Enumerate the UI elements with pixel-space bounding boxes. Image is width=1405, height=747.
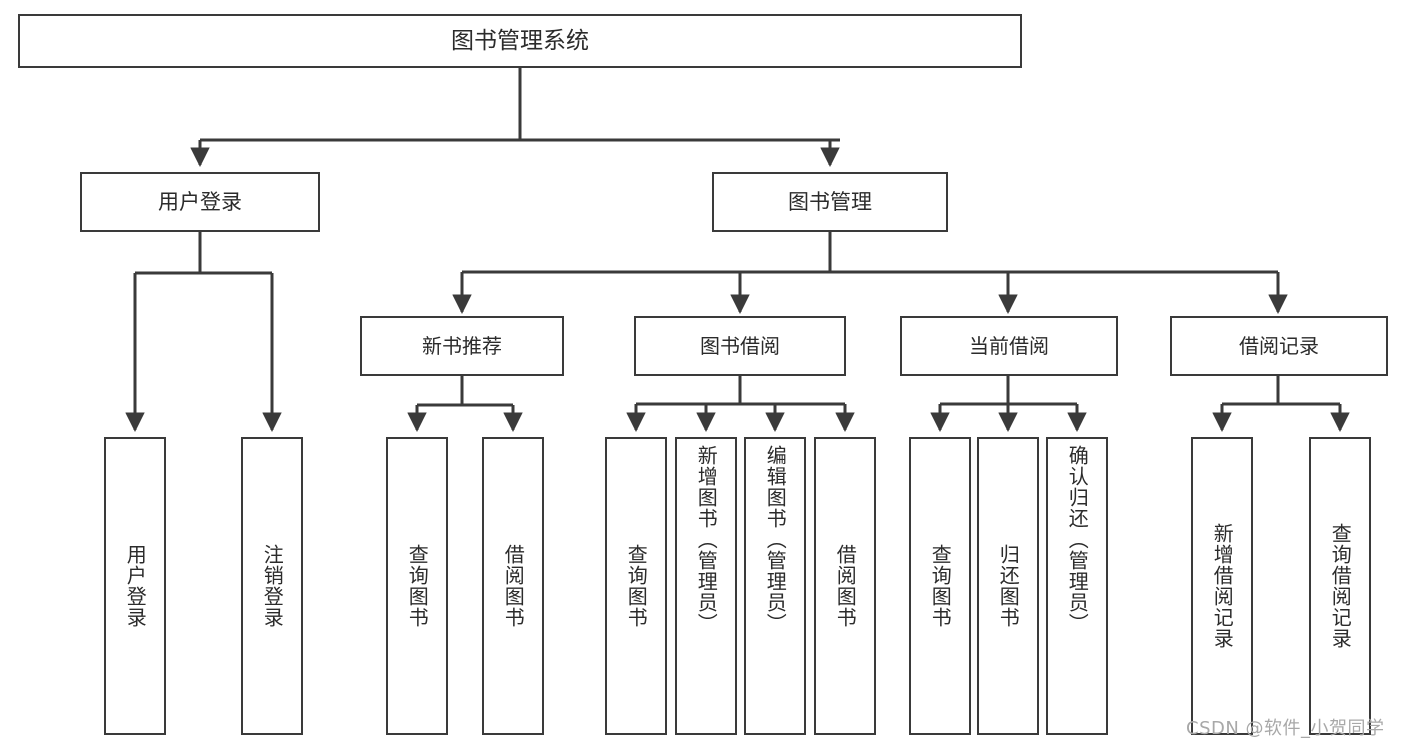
node-root-label: 图书管理系统 — [451, 27, 589, 54]
leaf-return-book-wrap: 归还图书 — [979, 439, 1037, 733]
leaf-confirm-return-wrap: 确认归还（管理员） — [1048, 439, 1106, 739]
node-leaf-return-book-label: 归还图书 — [996, 544, 1021, 628]
node-leaf-user-login[interactable]: 用户登录 — [104, 437, 166, 735]
node-leaf-query-book-3-label: 查询图书 — [928, 544, 953, 628]
node-leaf-borrow-book-2[interactable]: 借阅图书 — [814, 437, 876, 735]
node-leaf-edit-book[interactable]: 编辑图书（管理员） — [744, 437, 806, 735]
node-root[interactable]: 图书管理系统 — [18, 14, 1022, 68]
leaf-borrow-book-2-wrap: 借阅图书 — [816, 439, 874, 733]
node-leaf-return-book[interactable]: 归还图书 — [977, 437, 1039, 735]
node-leaf-query-book-1-label: 查询图书 — [405, 544, 430, 628]
node-leaf-logout[interactable]: 注销登录 — [241, 437, 303, 735]
node-leaf-add-record-label: 新增借阅记录 — [1210, 523, 1235, 649]
node-leaf-query-book-2-label: 查询图书 — [624, 544, 649, 628]
node-current-borrow[interactable]: 当前借阅 — [900, 316, 1118, 376]
node-book-manage-label: 图书管理 — [788, 189, 872, 214]
node-leaf-add-book-label: 新增图书（管理员） — [694, 445, 719, 634]
node-leaf-query-record-label: 查询借阅记录 — [1328, 523, 1353, 649]
node-leaf-confirm-return[interactable]: 确认归还（管理员） — [1046, 437, 1108, 735]
leaf-query-book-2-wrap: 查询图书 — [607, 439, 665, 733]
node-leaf-add-book[interactable]: 新增图书（管理员） — [675, 437, 737, 735]
node-leaf-query-book-2[interactable]: 查询图书 — [605, 437, 667, 735]
node-leaf-borrow-book-1[interactable]: 借阅图书 — [482, 437, 544, 735]
node-book-borrow[interactable]: 图书借阅 — [634, 316, 846, 376]
leaf-user-login-wrap: 用户登录 — [106, 439, 164, 733]
node-leaf-borrow-book-1-label: 借阅图书 — [501, 544, 526, 628]
leaf-query-record-wrap: 查询借阅记录 — [1311, 439, 1369, 733]
node-current-borrow-label: 当前借阅 — [969, 334, 1049, 358]
node-borrow-record-label: 借阅记录 — [1239, 334, 1319, 358]
node-leaf-user-login-label: 用户登录 — [123, 544, 148, 628]
node-user-login-label: 用户登录 — [158, 189, 242, 214]
node-leaf-query-book-1[interactable]: 查询图书 — [386, 437, 448, 735]
node-leaf-confirm-return-label: 确认归还（管理员） — [1065, 445, 1090, 634]
leaf-add-book-wrap: 新增图书（管理员） — [677, 439, 735, 739]
leaf-borrow-book-1-wrap: 借阅图书 — [484, 439, 542, 733]
watermark: CSDN @软件_小贺同学 — [1186, 718, 1385, 739]
node-leaf-edit-book-label: 编辑图书（管理员） — [763, 445, 788, 634]
node-new-book-recommend-label: 新书推荐 — [422, 334, 502, 358]
node-borrow-record[interactable]: 借阅记录 — [1170, 316, 1388, 376]
node-book-borrow-label: 图书借阅 — [700, 334, 780, 358]
leaf-edit-book-wrap: 编辑图书（管理员） — [746, 439, 804, 739]
node-user-login[interactable]: 用户登录 — [80, 172, 320, 232]
node-leaf-borrow-book-2-label: 借阅图书 — [833, 544, 858, 628]
node-leaf-query-book-3[interactable]: 查询图书 — [909, 437, 971, 735]
node-book-manage[interactable]: 图书管理 — [712, 172, 948, 232]
leaf-logout-wrap: 注销登录 — [243, 439, 301, 733]
leaf-query-book-3-wrap: 查询图书 — [911, 439, 969, 733]
node-leaf-add-record[interactable]: 新增借阅记录 — [1191, 437, 1253, 735]
leaf-query-book-1-wrap: 查询图书 — [388, 439, 446, 733]
node-new-book-recommend[interactable]: 新书推荐 — [360, 316, 564, 376]
node-leaf-query-record[interactable]: 查询借阅记录 — [1309, 437, 1371, 735]
node-leaf-logout-label: 注销登录 — [260, 544, 285, 628]
leaf-add-record-wrap: 新增借阅记录 — [1193, 439, 1251, 733]
